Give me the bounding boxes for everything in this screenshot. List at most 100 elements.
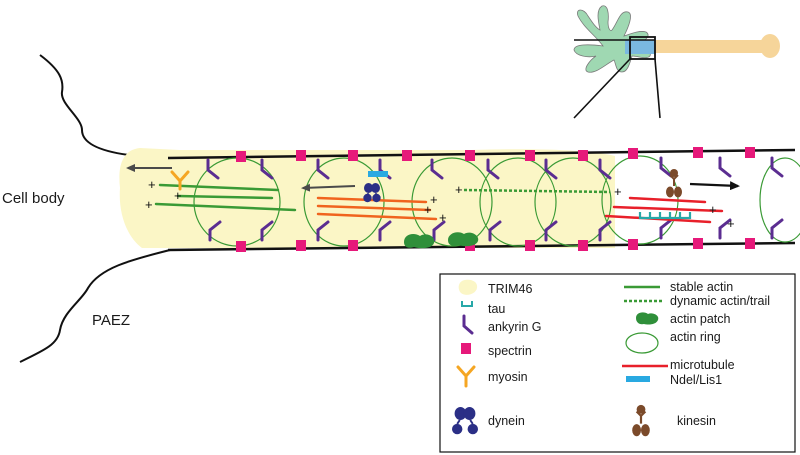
spectrin bbox=[745, 147, 755, 158]
actin-ring bbox=[759, 157, 800, 243]
spectrin bbox=[402, 150, 412, 161]
actin-patches bbox=[404, 232, 479, 249]
neuron-axon-terminal bbox=[760, 34, 780, 58]
spectrin bbox=[693, 147, 703, 158]
neuron-schematic bbox=[573, 5, 780, 119]
plus-mark: + bbox=[614, 184, 622, 199]
legend-spectrin-swatch bbox=[461, 343, 471, 354]
actin-patch bbox=[404, 234, 435, 249]
plus-mark: + bbox=[455, 182, 463, 197]
plus-mark: + bbox=[174, 188, 182, 203]
legend-dynein-swatch bbox=[452, 407, 478, 435]
spectrin bbox=[693, 238, 703, 249]
spectrin bbox=[236, 151, 246, 162]
legend-label-microtubule: microtubule bbox=[670, 358, 735, 372]
cell-body-boundary-top bbox=[39, 54, 171, 159]
microtubule bbox=[316, 212, 438, 221]
ankyrin-g bbox=[488, 220, 502, 242]
spectrin bbox=[628, 239, 638, 250]
spectrin bbox=[578, 240, 588, 251]
legend-label-myosin: myosin bbox=[488, 370, 528, 384]
dynein-arrow bbox=[301, 183, 356, 192]
plus-mark: + bbox=[148, 177, 156, 192]
ankyrin-g bbox=[378, 220, 392, 242]
paez-label: PAEZ bbox=[92, 312, 131, 329]
legend-label-actin-patch: actin patch bbox=[670, 312, 731, 326]
legend-label-dynein: dynein bbox=[488, 414, 525, 428]
ankyrin-g bbox=[260, 158, 274, 180]
legend-myosin-swatch bbox=[456, 365, 476, 388]
ankyrin-g bbox=[659, 156, 673, 178]
ankyrin-g bbox=[430, 158, 444, 180]
legend-tau-swatch bbox=[461, 301, 473, 307]
kinesin-arrow bbox=[689, 181, 740, 191]
ankyrin-g bbox=[208, 220, 222, 242]
legend-label-ankyrin-g: ankyrin G bbox=[488, 320, 542, 334]
spectrin bbox=[465, 150, 475, 161]
neuron-axon bbox=[655, 40, 763, 53]
neuron-soma bbox=[573, 5, 651, 73]
legend-trim46-swatch bbox=[458, 279, 478, 295]
legend-label-trim46: TRIM46 bbox=[488, 282, 533, 296]
legend-label-dynamic-actin: dynamic actin/trail bbox=[670, 294, 771, 308]
legend-actin-patch-swatch bbox=[636, 312, 659, 325]
ankyrin-g-group bbox=[206, 156, 784, 242]
actin-ring bbox=[303, 157, 385, 247]
legend-icons bbox=[452, 279, 668, 437]
plus-mark: + bbox=[145, 197, 153, 212]
spectrin bbox=[578, 150, 588, 161]
ankyrin-g bbox=[316, 158, 330, 180]
axon-membrane-bottom bbox=[167, 241, 796, 252]
plus-mark: + bbox=[709, 202, 717, 217]
spectrin bbox=[348, 150, 358, 161]
ankyrin-g bbox=[486, 158, 500, 180]
ankyrin-g bbox=[770, 218, 784, 240]
ankyrin-g bbox=[718, 218, 732, 240]
legend-label-stable-actin: stable actin bbox=[670, 280, 734, 294]
ankyrin-g bbox=[432, 220, 446, 242]
neuron-ais bbox=[625, 40, 655, 54]
spectrin bbox=[525, 150, 535, 161]
legend-label-actin-ring: actin ring bbox=[670, 330, 721, 344]
neuron-zoom-box bbox=[629, 36, 656, 60]
microtubule bbox=[316, 196, 428, 204]
zoom-line-right bbox=[654, 58, 661, 119]
plus-mark: + bbox=[439, 210, 447, 225]
plus-mark: + bbox=[424, 202, 432, 217]
actin-patch bbox=[448, 232, 479, 247]
microtubule bbox=[628, 196, 707, 204]
ankyrin-g bbox=[718, 156, 732, 178]
ankyrin-g bbox=[770, 156, 784, 178]
plus-mark: + bbox=[430, 192, 438, 207]
spectrin bbox=[348, 240, 358, 251]
legend-box bbox=[439, 273, 796, 453]
microtubule bbox=[612, 205, 724, 213]
legend-label-tau: tau bbox=[488, 302, 506, 316]
plus-end-marks: + + + + + + + + + + bbox=[145, 177, 735, 231]
ankyrin-g bbox=[659, 218, 673, 240]
spectrin bbox=[525, 240, 535, 251]
ankyrin-g bbox=[598, 220, 612, 242]
spectrin bbox=[296, 150, 306, 161]
actin-ring bbox=[534, 157, 612, 247]
legend-actin-ring-swatch bbox=[625, 332, 659, 354]
stable-actin bbox=[176, 194, 274, 200]
legend-label-spectrin: spectrin bbox=[488, 344, 532, 358]
ankyrin-g bbox=[544, 220, 558, 242]
microtubules-minus-end-out bbox=[316, 196, 438, 221]
legend-ndel-lis1-swatch bbox=[626, 376, 650, 382]
axon-membrane-top bbox=[167, 148, 796, 160]
spectrin bbox=[745, 238, 755, 249]
ndel-lis1-marker bbox=[368, 171, 388, 177]
ankyrin-g bbox=[544, 158, 558, 180]
dynamic-actin-trail bbox=[463, 188, 611, 194]
cell-body-label: Cell body bbox=[2, 190, 65, 207]
ankyrin-g bbox=[260, 220, 274, 242]
spectrin bbox=[296, 240, 306, 251]
legend-label-kinesin: kinesin bbox=[677, 414, 716, 428]
cell-body-boundary-bottom bbox=[19, 249, 171, 363]
legend-ankyrin-g-swatch bbox=[462, 314, 474, 335]
ankyrin-g bbox=[598, 158, 612, 180]
